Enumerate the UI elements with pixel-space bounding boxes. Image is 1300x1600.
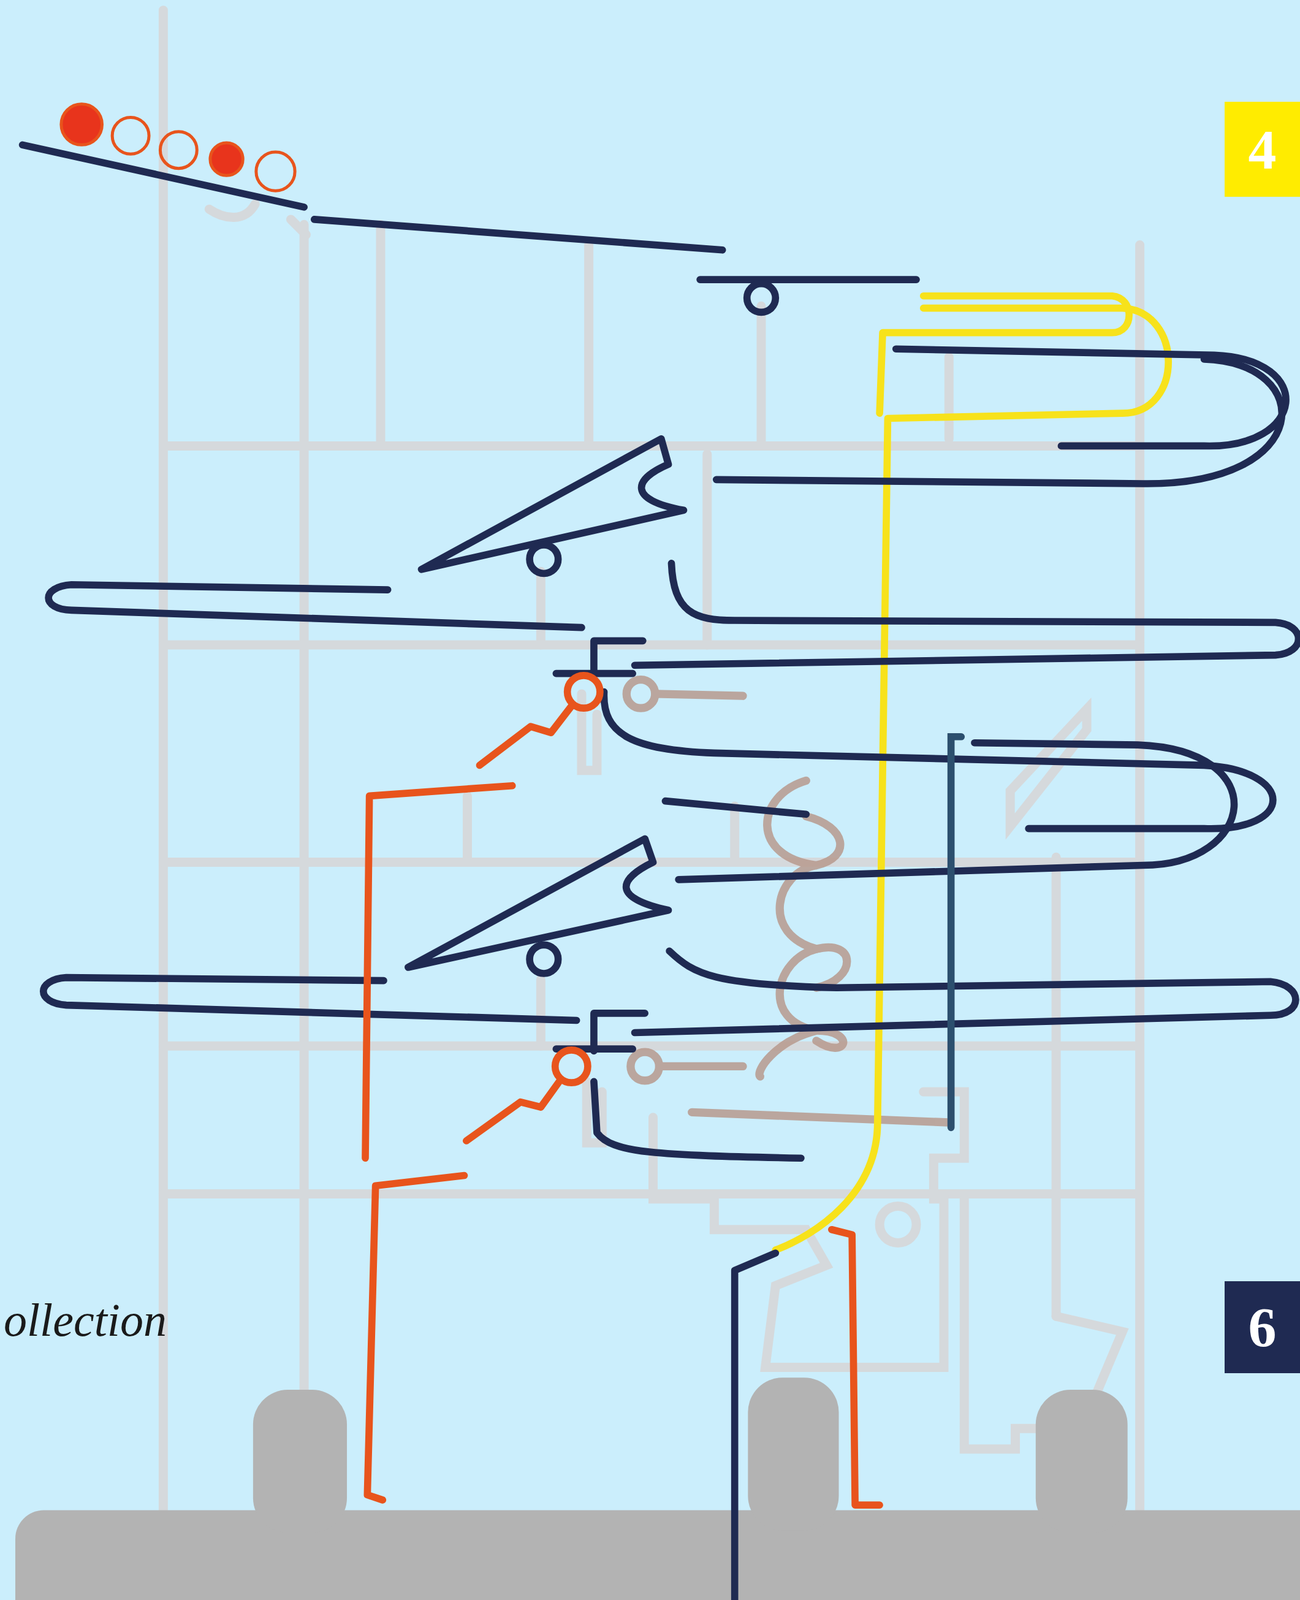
base <box>15 1377 1300 1600</box>
marbles <box>61 104 295 191</box>
caption-fragment: ollection <box>3 1293 167 1347</box>
number-badge: 6 <box>1224 1280 1300 1373</box>
callout-number: 4 <box>1248 121 1277 178</box>
callout-number: 6 <box>1248 1298 1277 1356</box>
orange-track <box>365 675 880 1505</box>
yellow-track <box>775 296 1169 1250</box>
spiral-track <box>626 679 949 1123</box>
navy-track <box>22 144 1299 1600</box>
number-badge: 4 <box>1224 101 1300 197</box>
teal-track <box>951 736 962 1128</box>
